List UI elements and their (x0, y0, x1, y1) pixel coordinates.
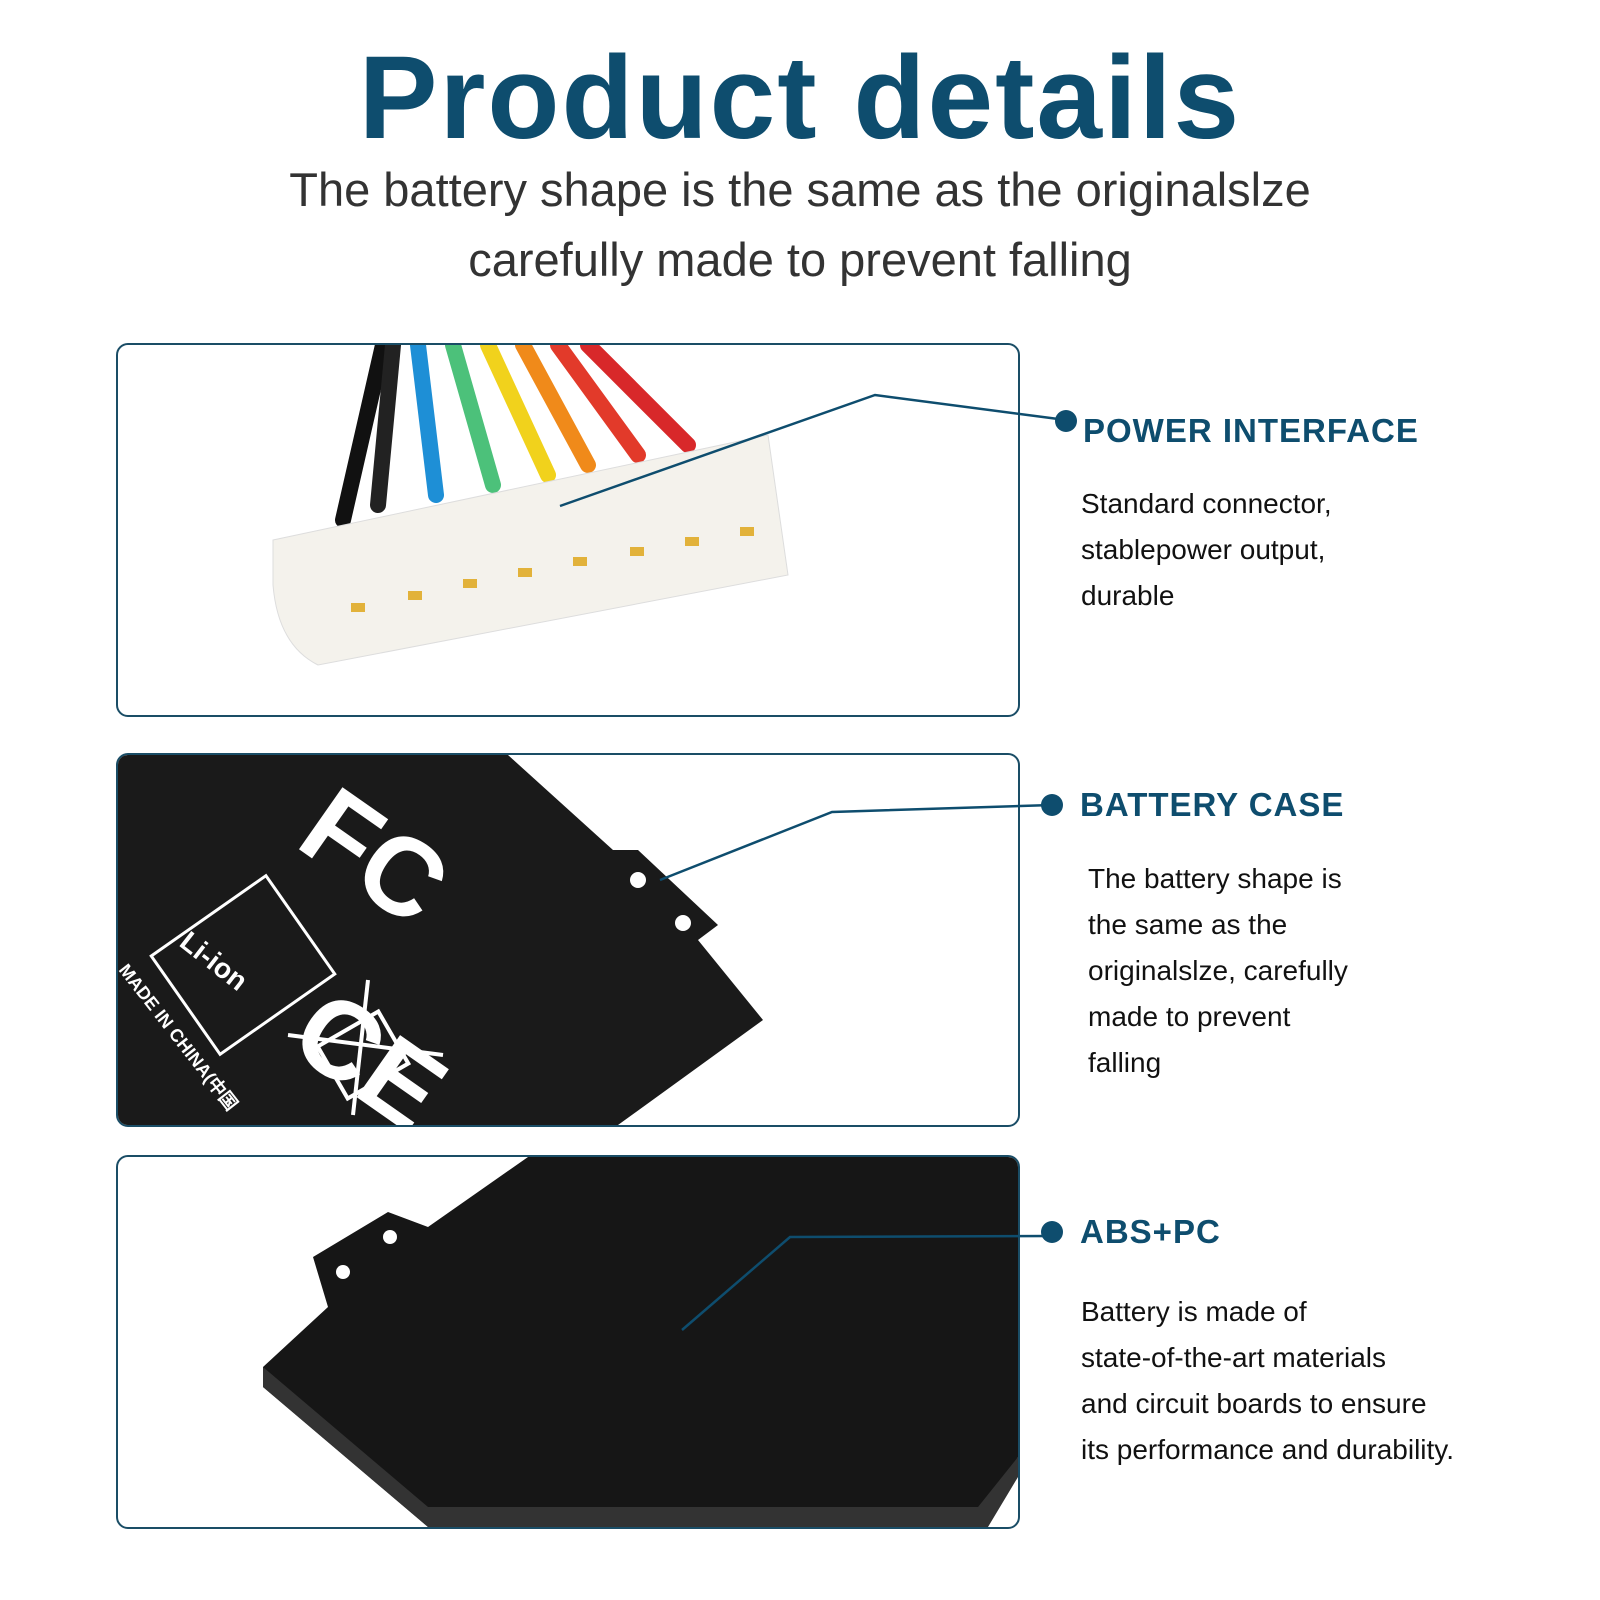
subtitle-line-1: The battery shape is the same as the ori… (289, 163, 1311, 216)
feature-heading: POWER INTERFACE (1083, 412, 1419, 449)
feature-heading: ABS+PC (1080, 1213, 1221, 1250)
page-title: Product details (358, 32, 1242, 164)
power-interface-image (116, 343, 1020, 717)
abs-pc-image (116, 1155, 1020, 1529)
weee-bin-icon (287, 979, 444, 1116)
battery-case-image: FC CE Li-ion MADE IN CHINA(中国 (116, 753, 1020, 1127)
subtitle-line-2: carefully made to prevent falling (468, 233, 1132, 286)
feature-description: Standard connector,stablepower output,du… (1081, 488, 1332, 611)
recycle-box (149, 873, 337, 1057)
feature-heading: BATTERY CASE (1080, 786, 1345, 823)
